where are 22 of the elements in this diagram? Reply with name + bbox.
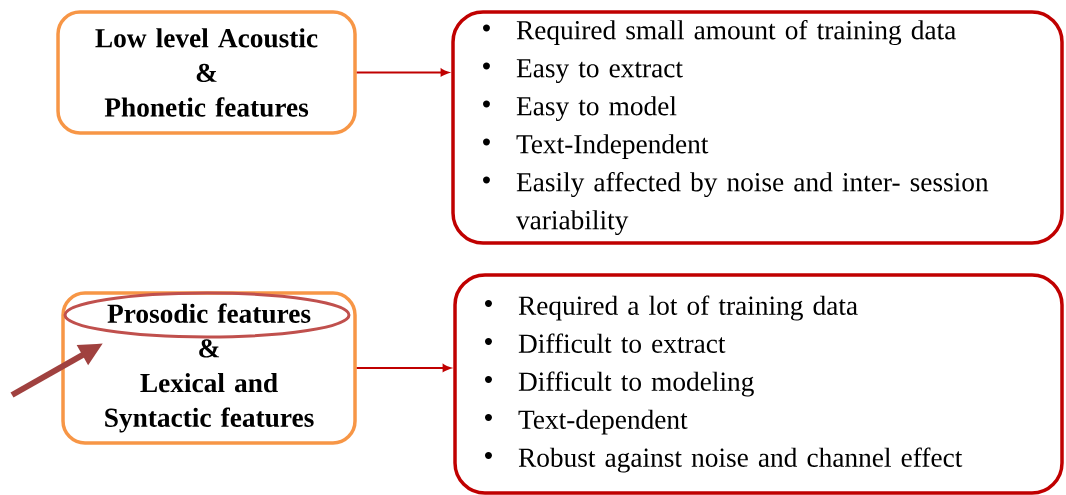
list-item: Required small amount of training data [483,19,956,46]
feature-box [56,10,357,135]
list-item: Difficult to modeling [485,371,754,397]
arrow [355,68,449,77]
feature-label: & [196,63,217,83]
list-item: Text-Independent [483,134,709,159]
feature-label: Low level Acoustic [95,28,318,48]
feature-label: Lexical and Syntactic features [105,373,314,433]
list-item: Easily affected by noise and inter- session variability [483,171,989,236]
list-item: Required a lot of training data [485,295,858,321]
list-item: Robust against noise and channel effect [485,447,963,473]
list-item: Text-dependent [485,409,688,435]
feature-label: Phonetic features [104,97,309,117]
feature-list-box [451,10,1064,245]
list-item: Easy to extract [483,59,683,84]
feature-box [61,291,357,445]
list-item: Difficult to extract [485,333,726,353]
feature-label: & [199,339,220,358]
feature-label: Prosodic features [107,303,311,323]
list-item: Easy to model [483,96,677,122]
arrow [355,364,451,372]
feature-list-box [453,273,1064,495]
